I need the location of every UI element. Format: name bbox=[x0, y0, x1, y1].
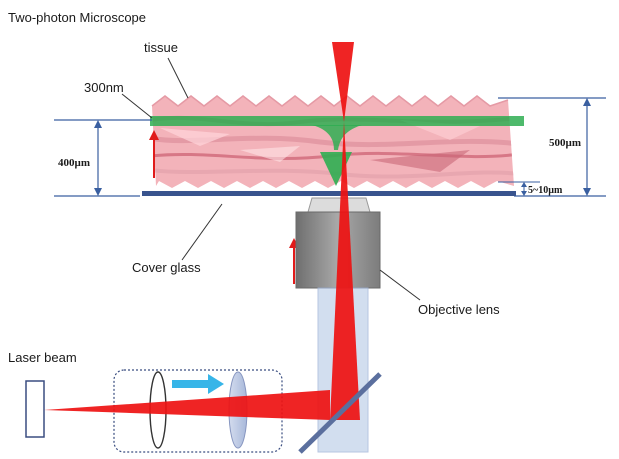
thickness-500um-label: 500µm bbox=[549, 137, 581, 149]
tissue-label: tissue bbox=[144, 40, 178, 55]
dimension-500um bbox=[583, 98, 591, 196]
tissue-leader-line bbox=[167, 57, 189, 99]
depth-300nm-label: 300nm bbox=[84, 80, 124, 95]
diagram-title: Two-photon Microscope bbox=[8, 10, 146, 25]
dimension-400um bbox=[94, 120, 102, 196]
laser-beam-label: Laser beam bbox=[8, 350, 77, 365]
dichroic-mirror bbox=[298, 372, 382, 454]
depth-400um-label: 400µm bbox=[58, 157, 90, 169]
red-up-arrow-tissue bbox=[149, 130, 159, 178]
objective-lens-leader bbox=[379, 269, 421, 301]
gap-5-10um-label: 5~10µm bbox=[528, 185, 563, 196]
cover-glass-leader bbox=[181, 203, 223, 261]
cover-glass-label: Cover glass bbox=[132, 260, 201, 275]
laser-source bbox=[25, 380, 45, 438]
vertical-laser-beam bbox=[330, 42, 360, 420]
dimension-gap bbox=[521, 182, 527, 196]
depth-300nm-leader bbox=[121, 93, 153, 119]
objective-lens-label: Objective lens bbox=[418, 302, 500, 317]
cyan-direction-arrow bbox=[172, 374, 224, 394]
beam-expander-box bbox=[113, 369, 283, 453]
cover-glass bbox=[142, 191, 516, 196]
tissue-sample bbox=[151, 95, 514, 188]
horizontal-laser-beam bbox=[44, 390, 330, 420]
